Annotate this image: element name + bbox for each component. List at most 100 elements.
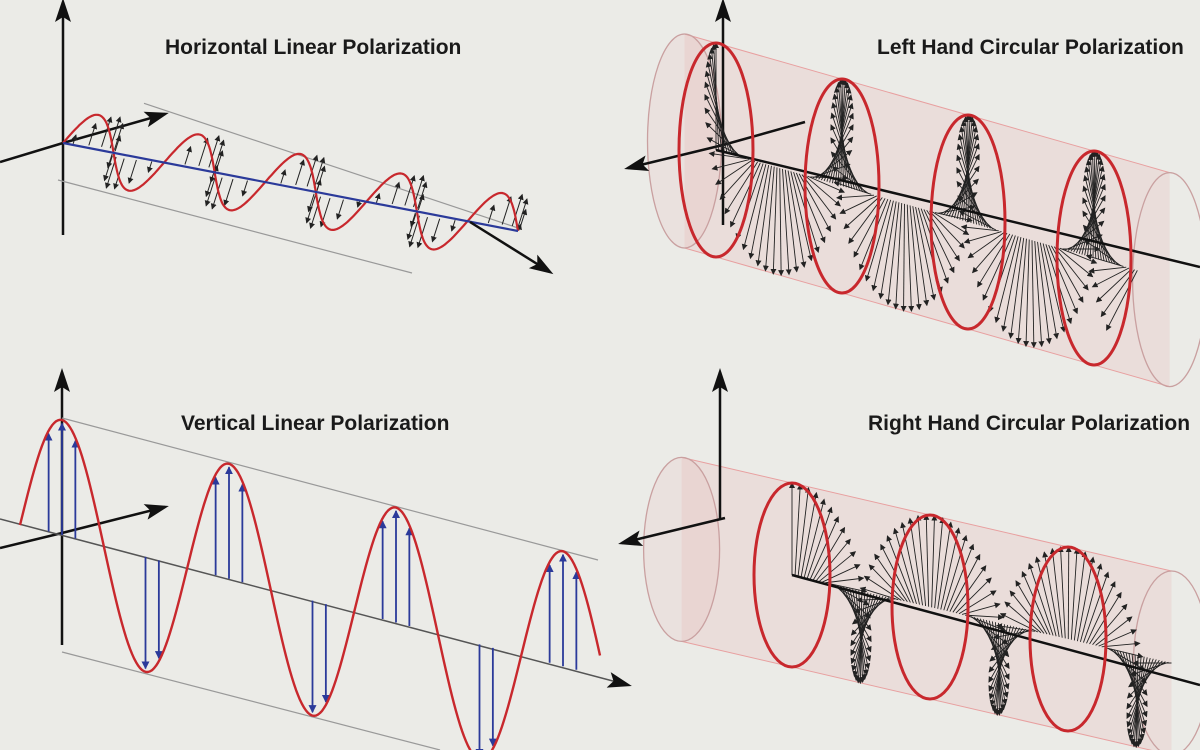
field-vector-arrow bbox=[335, 199, 344, 220]
field-vector-arrow bbox=[307, 193, 315, 213]
field-vector-arrow bbox=[417, 193, 425, 211]
field-vector-arrow bbox=[920, 208, 949, 284]
guide-line-upper bbox=[143, 102, 519, 229]
field-vector-arrow bbox=[892, 203, 903, 310]
field-vector-arrow bbox=[406, 214, 417, 241]
field-vector-arrow bbox=[965, 614, 1005, 621]
field-vector-arrow bbox=[955, 577, 992, 614]
field-vector-arrow bbox=[815, 538, 851, 581]
field-vector-arrow bbox=[848, 197, 883, 244]
helix-ring bbox=[890, 513, 970, 701]
field-vector-arrow bbox=[864, 199, 892, 282]
field-vector-arrow bbox=[708, 151, 747, 160]
field-vector-arrow bbox=[960, 224, 999, 232]
field-vector-arrow bbox=[730, 162, 761, 228]
field-vector-arrow bbox=[184, 145, 192, 165]
field-vector-arrow bbox=[1101, 640, 1141, 648]
lateral-axis-left bbox=[0, 141, 64, 164]
propagation-axis bbox=[791, 573, 1200, 687]
field-vector-arrow bbox=[807, 175, 845, 193]
field-vector-arrow bbox=[972, 232, 1008, 274]
helix-ring bbox=[1055, 149, 1133, 367]
propagation-axis bbox=[715, 148, 1200, 269]
field-vector-arrow bbox=[806, 506, 833, 579]
field-vector-arrow bbox=[212, 164, 219, 172]
field-vector-arrow bbox=[241, 180, 248, 197]
field-vector-arrow bbox=[313, 156, 326, 189]
field-vector-arrow bbox=[704, 70, 731, 155]
field-vector-arrow bbox=[885, 202, 900, 306]
field-vector-arrow bbox=[280, 169, 287, 184]
field-vector-arrow bbox=[874, 553, 908, 603]
field-vector-arrow bbox=[450, 219, 457, 232]
field-vector-arrow bbox=[967, 232, 1005, 259]
field-vector-arrow bbox=[1095, 616, 1133, 646]
field-vector-arrow bbox=[825, 575, 865, 584]
field-vector-arrow bbox=[198, 137, 209, 167]
field-vector-arrow bbox=[1083, 571, 1110, 643]
field-vector-arrow bbox=[1086, 581, 1116, 644]
field-vector-arrow bbox=[958, 210, 997, 231]
field-vector-arrow bbox=[1095, 268, 1133, 303]
field-vector-arrow bbox=[1015, 238, 1027, 344]
field-vector-arrow bbox=[770, 167, 778, 275]
field-vector-arrow bbox=[906, 204, 915, 312]
field-vector-arrow bbox=[886, 535, 914, 604]
field-vector-arrow bbox=[809, 516, 839, 580]
field-vector-arrow bbox=[309, 196, 322, 229]
guide-line-lower bbox=[57, 179, 413, 274]
field-vector-arrow bbox=[1088, 266, 1127, 274]
helix-ring bbox=[677, 41, 755, 259]
guide-line-lower bbox=[61, 651, 441, 750]
field-vector-arrow bbox=[113, 158, 125, 190]
field-vector-arrow bbox=[1034, 556, 1057, 637]
horizontal-linear-panel bbox=[0, 0, 554, 275]
field-vector-arrow bbox=[705, 122, 742, 158]
field-vector-arrow bbox=[929, 210, 965, 249]
field-vector-arrow bbox=[715, 159, 753, 185]
field-vector-arrow bbox=[210, 177, 223, 210]
field-vector-arrow bbox=[853, 198, 886, 258]
field-vector-arrow bbox=[1027, 562, 1054, 636]
field-vector-arrow bbox=[1085, 254, 1124, 267]
field-vector-arrow bbox=[1030, 240, 1037, 349]
field-vector-arrow bbox=[804, 175, 841, 207]
field-vector-arrow bbox=[295, 159, 305, 186]
lateral-axis-left bbox=[0, 531, 63, 550]
field-vector-arrow bbox=[1057, 546, 1066, 639]
lateral-axis-arrow bbox=[624, 143, 724, 172]
field-vector-arrow bbox=[784, 169, 800, 273]
field-vector-arrow bbox=[871, 200, 894, 292]
field-vector-arrow bbox=[915, 206, 937, 301]
field-vector-arrow bbox=[705, 61, 728, 154]
helix-ring bbox=[1028, 545, 1108, 733]
field-vector-arrow bbox=[501, 196, 513, 225]
field-vector-arrow bbox=[1004, 601, 1042, 634]
field-vector-arrow bbox=[1053, 246, 1089, 291]
field-vector-arrow bbox=[755, 165, 772, 267]
field-vector-arrow bbox=[907, 517, 923, 606]
field-vector-arrow bbox=[878, 201, 897, 300]
field-vector-arrow bbox=[801, 174, 837, 220]
field-vector-arrow bbox=[1021, 570, 1051, 636]
field-vector-arrow bbox=[1008, 237, 1025, 339]
lhcp-panel bbox=[624, 0, 1200, 388]
field-vector-arrow bbox=[931, 211, 970, 235]
field-vector-arrow bbox=[1092, 603, 1128, 645]
field-vector-arrow bbox=[800, 491, 819, 578]
field-vector-arrow bbox=[900, 203, 907, 312]
lateral-axis bbox=[722, 120, 806, 147]
field-vector-arrow bbox=[1039, 242, 1060, 340]
cylinder-end-cap bbox=[642, 456, 721, 643]
field-vector-arrow bbox=[946, 543, 975, 612]
field-vector-arrow bbox=[963, 231, 1002, 244]
propagation-line bbox=[62, 141, 519, 233]
field-vector-arrow bbox=[704, 81, 734, 155]
field-vector-arrow bbox=[850, 595, 884, 647]
field-vector-arrow bbox=[1009, 590, 1045, 634]
field-vector-arrow bbox=[999, 613, 1039, 633]
field-vector-arrow bbox=[127, 159, 137, 184]
field-vector-arrow bbox=[762, 166, 775, 272]
field-vector-arrow bbox=[836, 194, 875, 201]
field-vector-arrow bbox=[957, 133, 980, 226]
